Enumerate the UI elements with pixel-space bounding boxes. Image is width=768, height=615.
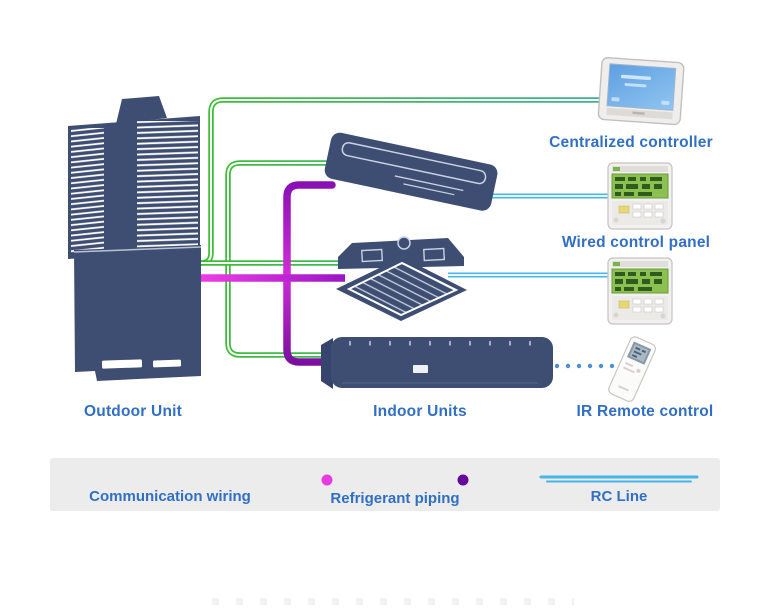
legend-item-rc-line: RC Line (539, 473, 699, 505)
refrigerant-piping-vertical-branch (283, 181, 336, 366)
legend-item-communication-wiring: Communication wiring (89, 473, 251, 505)
centralized-controller-icon (597, 56, 685, 126)
ir-remote-control-label: IR Remote control (576, 403, 714, 420)
centralized-controller-label: Centralized controller (549, 134, 713, 151)
wired-control-panel-label: Wired control panel (561, 234, 711, 251)
legend-bar: Communication wiring Refrigerant piping … (50, 458, 720, 511)
legend-label-rc-line: RC Line (590, 488, 648, 505)
legend-label-communication-wiring: Communication wiring (89, 488, 251, 505)
ceiling-suspended-indoor-unit-icon (324, 132, 498, 211)
wired-control-panel-2-icon (607, 257, 673, 325)
refrigerant-piping-sample-icon (321, 474, 469, 486)
outdoor-unit-label: Outdoor Unit (84, 403, 182, 420)
watermark-dots (212, 598, 574, 605)
cassette-indoor-unit-icon (336, 236, 467, 321)
legend-item-refrigerant-piping: Refrigerant piping (319, 473, 471, 507)
legend-label-refrigerant-piping: Refrigerant piping (330, 490, 460, 507)
ir-remote-control-icon (608, 336, 656, 402)
rc-line-sample-icon (539, 475, 699, 483)
communication-wiring-vertical-branch (225, 160, 332, 358)
refrigerant-piping-lines (200, 181, 345, 366)
communication-wiring-sample-icon (90, 475, 250, 483)
wall-mounted-indoor-unit-icon (321, 337, 553, 389)
indoor-units-label: Indoor Units (373, 403, 467, 420)
communication-wiring-lines (200, 97, 602, 358)
outdoor-unit-icon (68, 96, 202, 381)
wired-control-panel-1-icon (607, 162, 673, 230)
